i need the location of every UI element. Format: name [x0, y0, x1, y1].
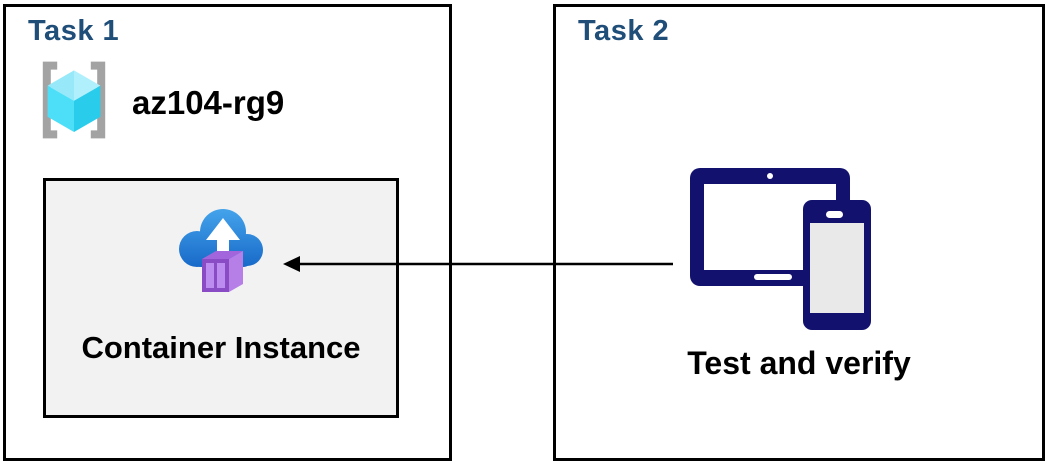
upload-arrow-shape	[206, 218, 240, 263]
container-shape	[202, 251, 243, 292]
container-instance-label: Container Instance	[81, 330, 361, 365]
devices-icon	[688, 163, 873, 335]
resource-group-row: az104-rg9	[30, 59, 284, 146]
task2-panel: Task 2 Test and verify	[553, 4, 1045, 461]
task2-caption: Test and verify	[687, 345, 911, 381]
task2-title: Task 2	[578, 15, 670, 47]
resource-group-icon	[30, 59, 118, 146]
task1-panel: Task 1 az104-rg9	[3, 4, 452, 461]
phone-shape	[803, 200, 871, 330]
resource-group-name: az104-rg9	[132, 83, 285, 121]
container-instance-icon	[170, 181, 272, 314]
container-instance-box: Container Instance	[43, 178, 399, 418]
task1-title: Task 1	[28, 15, 120, 47]
